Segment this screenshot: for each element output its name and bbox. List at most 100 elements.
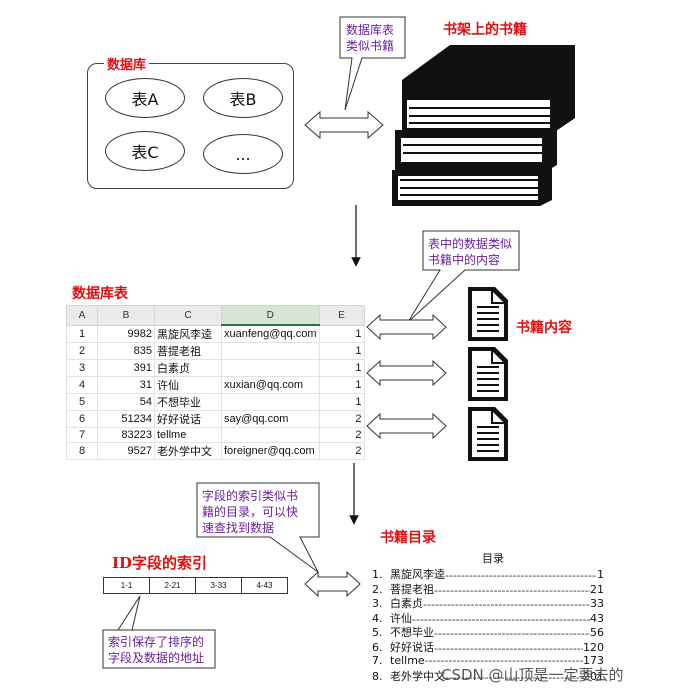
toc-item-number: 3. (372, 597, 383, 611)
table-cell: 54 (97, 392, 155, 411)
toc-item-name: 白素贞 (390, 597, 423, 611)
table-cell: 3 (66, 358, 98, 377)
table-cell: 4 (66, 375, 98, 394)
double-arrow-row-1 (366, 313, 447, 341)
table-cell (221, 341, 320, 360)
table-cell: 8 (66, 442, 98, 460)
document-icon-1 (468, 287, 508, 341)
table-cell: 黑旋风李逵 (154, 324, 222, 343)
id-index-bar: 1-1 2-21 3-33 4-43 (103, 577, 288, 594)
title-books-on-shelf: 书架上的书籍 (443, 22, 527, 38)
table-cell: 菩提老祖 (154, 341, 222, 360)
toc-item-page: 1 (597, 568, 604, 581)
toc-item: 3. 白素贞-----------------------------------… (372, 595, 604, 611)
toc-item-leader: ----------------------------------------… (423, 598, 590, 612)
toc-item-leader: ----------------------------------------… (434, 642, 583, 655)
toc-title: 目录 (482, 552, 504, 565)
table-cell: 391 (97, 358, 155, 377)
callout-text-data-like-content: 表中的数据类似 书籍中的内容 (428, 237, 513, 267)
index-cell: 2-21 (149, 577, 196, 594)
database-container (87, 63, 294, 189)
toc-item-number: 7. (372, 653, 383, 667)
table-cell: 2 (318, 442, 365, 460)
title-db-table: 数据库表 (72, 286, 128, 302)
callout-text-table-like-book: 数据库表 类似书籍 (346, 23, 395, 53)
toc-item: 4.许仙------------------------------------… (372, 610, 604, 626)
table-cell: 1 (318, 358, 365, 377)
toc-item-page: 173 (583, 653, 604, 667)
table-cell: 老外学中文 (154, 442, 222, 460)
callout-index-like-toc (196, 482, 320, 573)
table-cell: 1 (318, 341, 365, 360)
toc-item-page: 120 (583, 641, 604, 654)
index-cell: 1-1 (103, 577, 150, 594)
table-cell: 2 (318, 426, 365, 443)
callout-index-stores (102, 595, 216, 669)
callout-data-like-content (407, 230, 520, 323)
table-cell: 不想毕业 (154, 392, 222, 411)
index-cell: 4-43 (241, 577, 288, 594)
table-cell: 1 (66, 324, 98, 343)
callout-text-index-like-toc: 字段的索引类似书 籍的目录，可以快 速查找到数据 (202, 489, 299, 535)
table-cell: tellme (154, 426, 222, 443)
table-cell: 好好说话 (154, 409, 222, 428)
table-cell: 83223 (97, 426, 155, 443)
table-cell: 1 (318, 392, 365, 411)
toc-item-page: 33 (590, 597, 604, 611)
toc-item-name: 老外学中文 (390, 670, 445, 684)
table-cell: xuanfeng@qq.com (221, 324, 320, 343)
column-header-e: E (318, 305, 365, 326)
toc-item-number: 8. (372, 670, 383, 684)
column-header-c: C (154, 305, 222, 326)
column-header-d: D (221, 305, 320, 326)
table-cell: 31 (97, 375, 155, 394)
document-icon-2 (468, 347, 508, 401)
table-cell: 6 (66, 409, 98, 428)
double-arrow-db-books (304, 110, 384, 140)
table-cell: 2 (318, 409, 365, 428)
callout-text-index-stores: 索引保存了排序的 字段及数据的地址 (108, 635, 205, 665)
toc-item-number: 6. (372, 641, 383, 654)
document-icon-3 (468, 407, 508, 461)
table-more-ellipse: ... (203, 134, 283, 174)
table-cell: 835 (97, 341, 155, 360)
callout-table-like-book (339, 16, 406, 111)
table-cell (221, 426, 320, 443)
toc-item-leader: ----------------------------------------… (434, 627, 590, 641)
books-stack-icon (392, 45, 575, 206)
title-id-index: ID字段的索引 (112, 554, 208, 572)
toc-item-leader: ----------------------------------------… (445, 569, 597, 582)
title-database: 数据库 (104, 54, 150, 73)
toc-item-leader: ----------------------------------------… (412, 612, 590, 626)
table-cell (221, 358, 320, 377)
toc-item-page: 43 (590, 611, 604, 625)
toc-item: 8. 老外学中文---------------------------------… (372, 668, 604, 684)
toc-item: 7.tellme--------------------------------… (372, 654, 604, 667)
table-cell: 1 (318, 375, 365, 394)
table-cell: 9527 (97, 442, 155, 460)
table-cell: 1 (318, 324, 365, 343)
table-cell: foreigner@qq.com (221, 442, 320, 460)
toc-item-number: 2. (372, 582, 383, 596)
table-b-ellipse: 表B (203, 78, 283, 118)
table-a-ellipse: 表A (105, 78, 185, 118)
column-header-b: B (97, 305, 155, 326)
toc-item-number: 5. (372, 626, 383, 640)
toc-item-number: 4. (372, 611, 383, 625)
watermark: CSDN @山顶是一定要去的 (441, 666, 624, 684)
table-cell: 7 (66, 426, 98, 443)
toc-item: 2.菩提老祖----------------------------------… (372, 581, 604, 597)
toc-item-page: 56 (590, 626, 604, 640)
toc-item-name: 不想毕业 (390, 626, 434, 640)
toc-item-name: 黑旋风李逵 (390, 568, 445, 581)
table-cell: 51234 (97, 409, 155, 428)
toc-item-page: 21 (590, 582, 604, 596)
table-cell: 白素贞 (154, 358, 222, 377)
toc-item-leader: ----------------------------------------… (445, 671, 583, 685)
toc-item: 1.黑旋风李逵---------------------------------… (372, 566, 604, 582)
table-cell: xuxian@qq.com (221, 375, 320, 394)
